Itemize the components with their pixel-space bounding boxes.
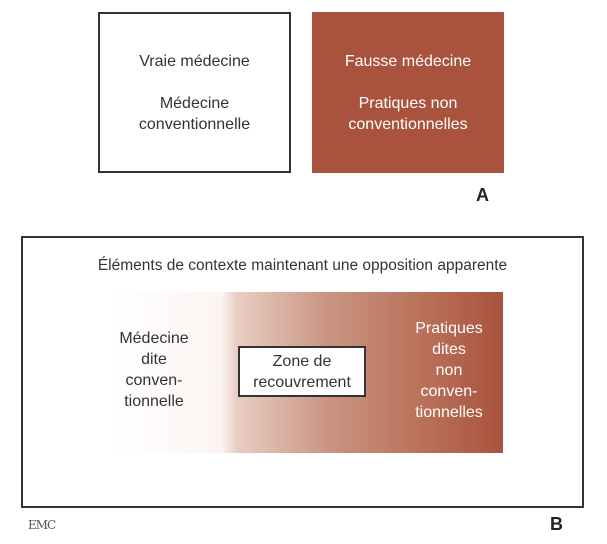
non-conventional-label: Pratiques dites non conven- tionnelles xyxy=(389,318,509,423)
text-line: conven- xyxy=(420,383,478,400)
text-line: dites xyxy=(432,341,466,358)
overlap-zone-box: Zone de recouvrement xyxy=(238,346,366,397)
emc-logo: EMC xyxy=(28,518,56,532)
panel-label-b: B xyxy=(550,514,563,534)
text-line: Médecine xyxy=(119,330,189,347)
false-medicine-box: Fausse médecine Pratiques non convention… xyxy=(312,12,504,173)
text-line: dite xyxy=(141,351,167,368)
box-text: Médecine xyxy=(159,94,230,112)
text-line: recouvrement xyxy=(253,373,351,391)
box-text: conventionnelle xyxy=(138,115,251,133)
text-line: Zone de xyxy=(272,352,332,370)
text-line: conven- xyxy=(125,372,183,389)
panel-label-a: A xyxy=(476,185,489,205)
box-heading: Vraie médecine xyxy=(139,52,250,70)
box-text: conventionnelles xyxy=(348,115,468,133)
box-heading: Fausse médecine xyxy=(344,52,472,70)
text-line: non xyxy=(435,362,463,379)
panel-b-title: Éléments de contexte maintenant une oppo… xyxy=(97,257,508,274)
text-line: tionnelles xyxy=(415,404,483,421)
true-medicine-box: Vraie médecine Médecine conventionnelle xyxy=(98,12,291,173)
conventional-label: Médecine dite conven- tionnelle xyxy=(95,328,213,412)
panel-b-frame xyxy=(21,236,584,508)
text-line: tionnelle xyxy=(124,393,184,410)
box-text: Pratiques non xyxy=(358,94,458,112)
text-line: Pratiques xyxy=(415,320,483,337)
